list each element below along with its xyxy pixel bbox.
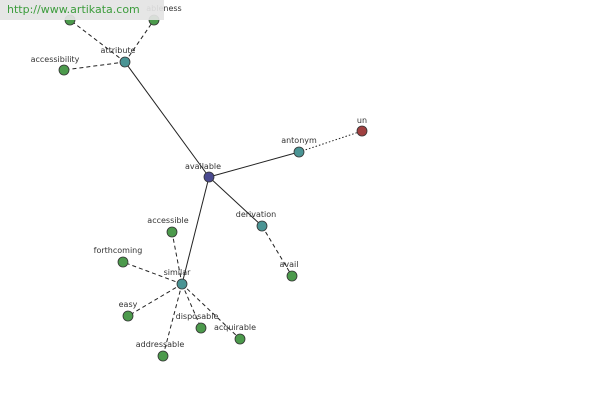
node-disposable[interactable] <box>195 322 207 334</box>
node-label-available: available <box>185 162 221 171</box>
edge-similar-forthcoming <box>122 261 183 285</box>
edge-available-similar <box>181 176 210 285</box>
edge-derivation-avail <box>261 225 293 277</box>
node-easy[interactable] <box>122 310 134 322</box>
node-available[interactable] <box>203 171 215 183</box>
node-label-avail: avail <box>280 260 299 269</box>
node-label-antonym: antonym <box>281 136 317 145</box>
edge-similar-easy <box>127 283 183 317</box>
node-antonym[interactable] <box>293 146 305 158</box>
edge-attribute-accessibility <box>63 61 126 71</box>
node-label-derivation: derivation <box>236 210 276 219</box>
node-derivation[interactable] <box>256 220 268 232</box>
node-un[interactable] <box>356 125 368 137</box>
graph-labels: available attribute antonym derivation simil… <box>31 4 367 349</box>
edge-available-antonym <box>208 151 300 178</box>
edge-attribute-availableness <box>124 19 155 63</box>
node-accessible[interactable] <box>166 226 178 238</box>
node-label-accessible: accessible <box>147 216 188 225</box>
node-attribute[interactable] <box>119 56 131 68</box>
node-similar[interactable] <box>176 278 188 290</box>
edge-available-attribute <box>124 61 210 178</box>
node-accessibility[interactable] <box>58 64 70 76</box>
edge-similar-accessible <box>171 231 183 285</box>
edge-similar-disposable <box>181 283 202 329</box>
node-label-disposable: disposable <box>176 312 219 321</box>
node-label-forthcoming: forthcoming <box>94 246 143 255</box>
edge-attribute-attr-extra <box>69 19 126 63</box>
node-label-accessibility: accessibility <box>31 55 80 64</box>
edge-available-derivation <box>208 176 263 227</box>
node-forthcoming[interactable] <box>117 256 129 268</box>
node-label-attribute: attribute <box>101 46 136 55</box>
node-acquirable[interactable] <box>234 333 246 345</box>
graph-nodes <box>58 14 368 362</box>
node-label-acquirable: acquirable <box>214 323 256 332</box>
edge-similar-addressable <box>162 283 183 357</box>
node-label-easy: easy <box>119 300 138 309</box>
site-url[interactable]: http://www.artikata.com <box>0 0 164 20</box>
node-addressable[interactable] <box>157 350 169 362</box>
node-avail[interactable] <box>286 270 298 282</box>
node-label-availableness: ableness <box>146 4 181 13</box>
edge-similar-acquirable <box>181 283 241 340</box>
node-label-similar: similar <box>164 268 192 277</box>
graph-edges <box>63 19 363 357</box>
node-label-addressable: addressable <box>136 340 185 349</box>
edge-antonym-un <box>298 130 363 153</box>
node-label-un: un <box>357 116 367 125</box>
